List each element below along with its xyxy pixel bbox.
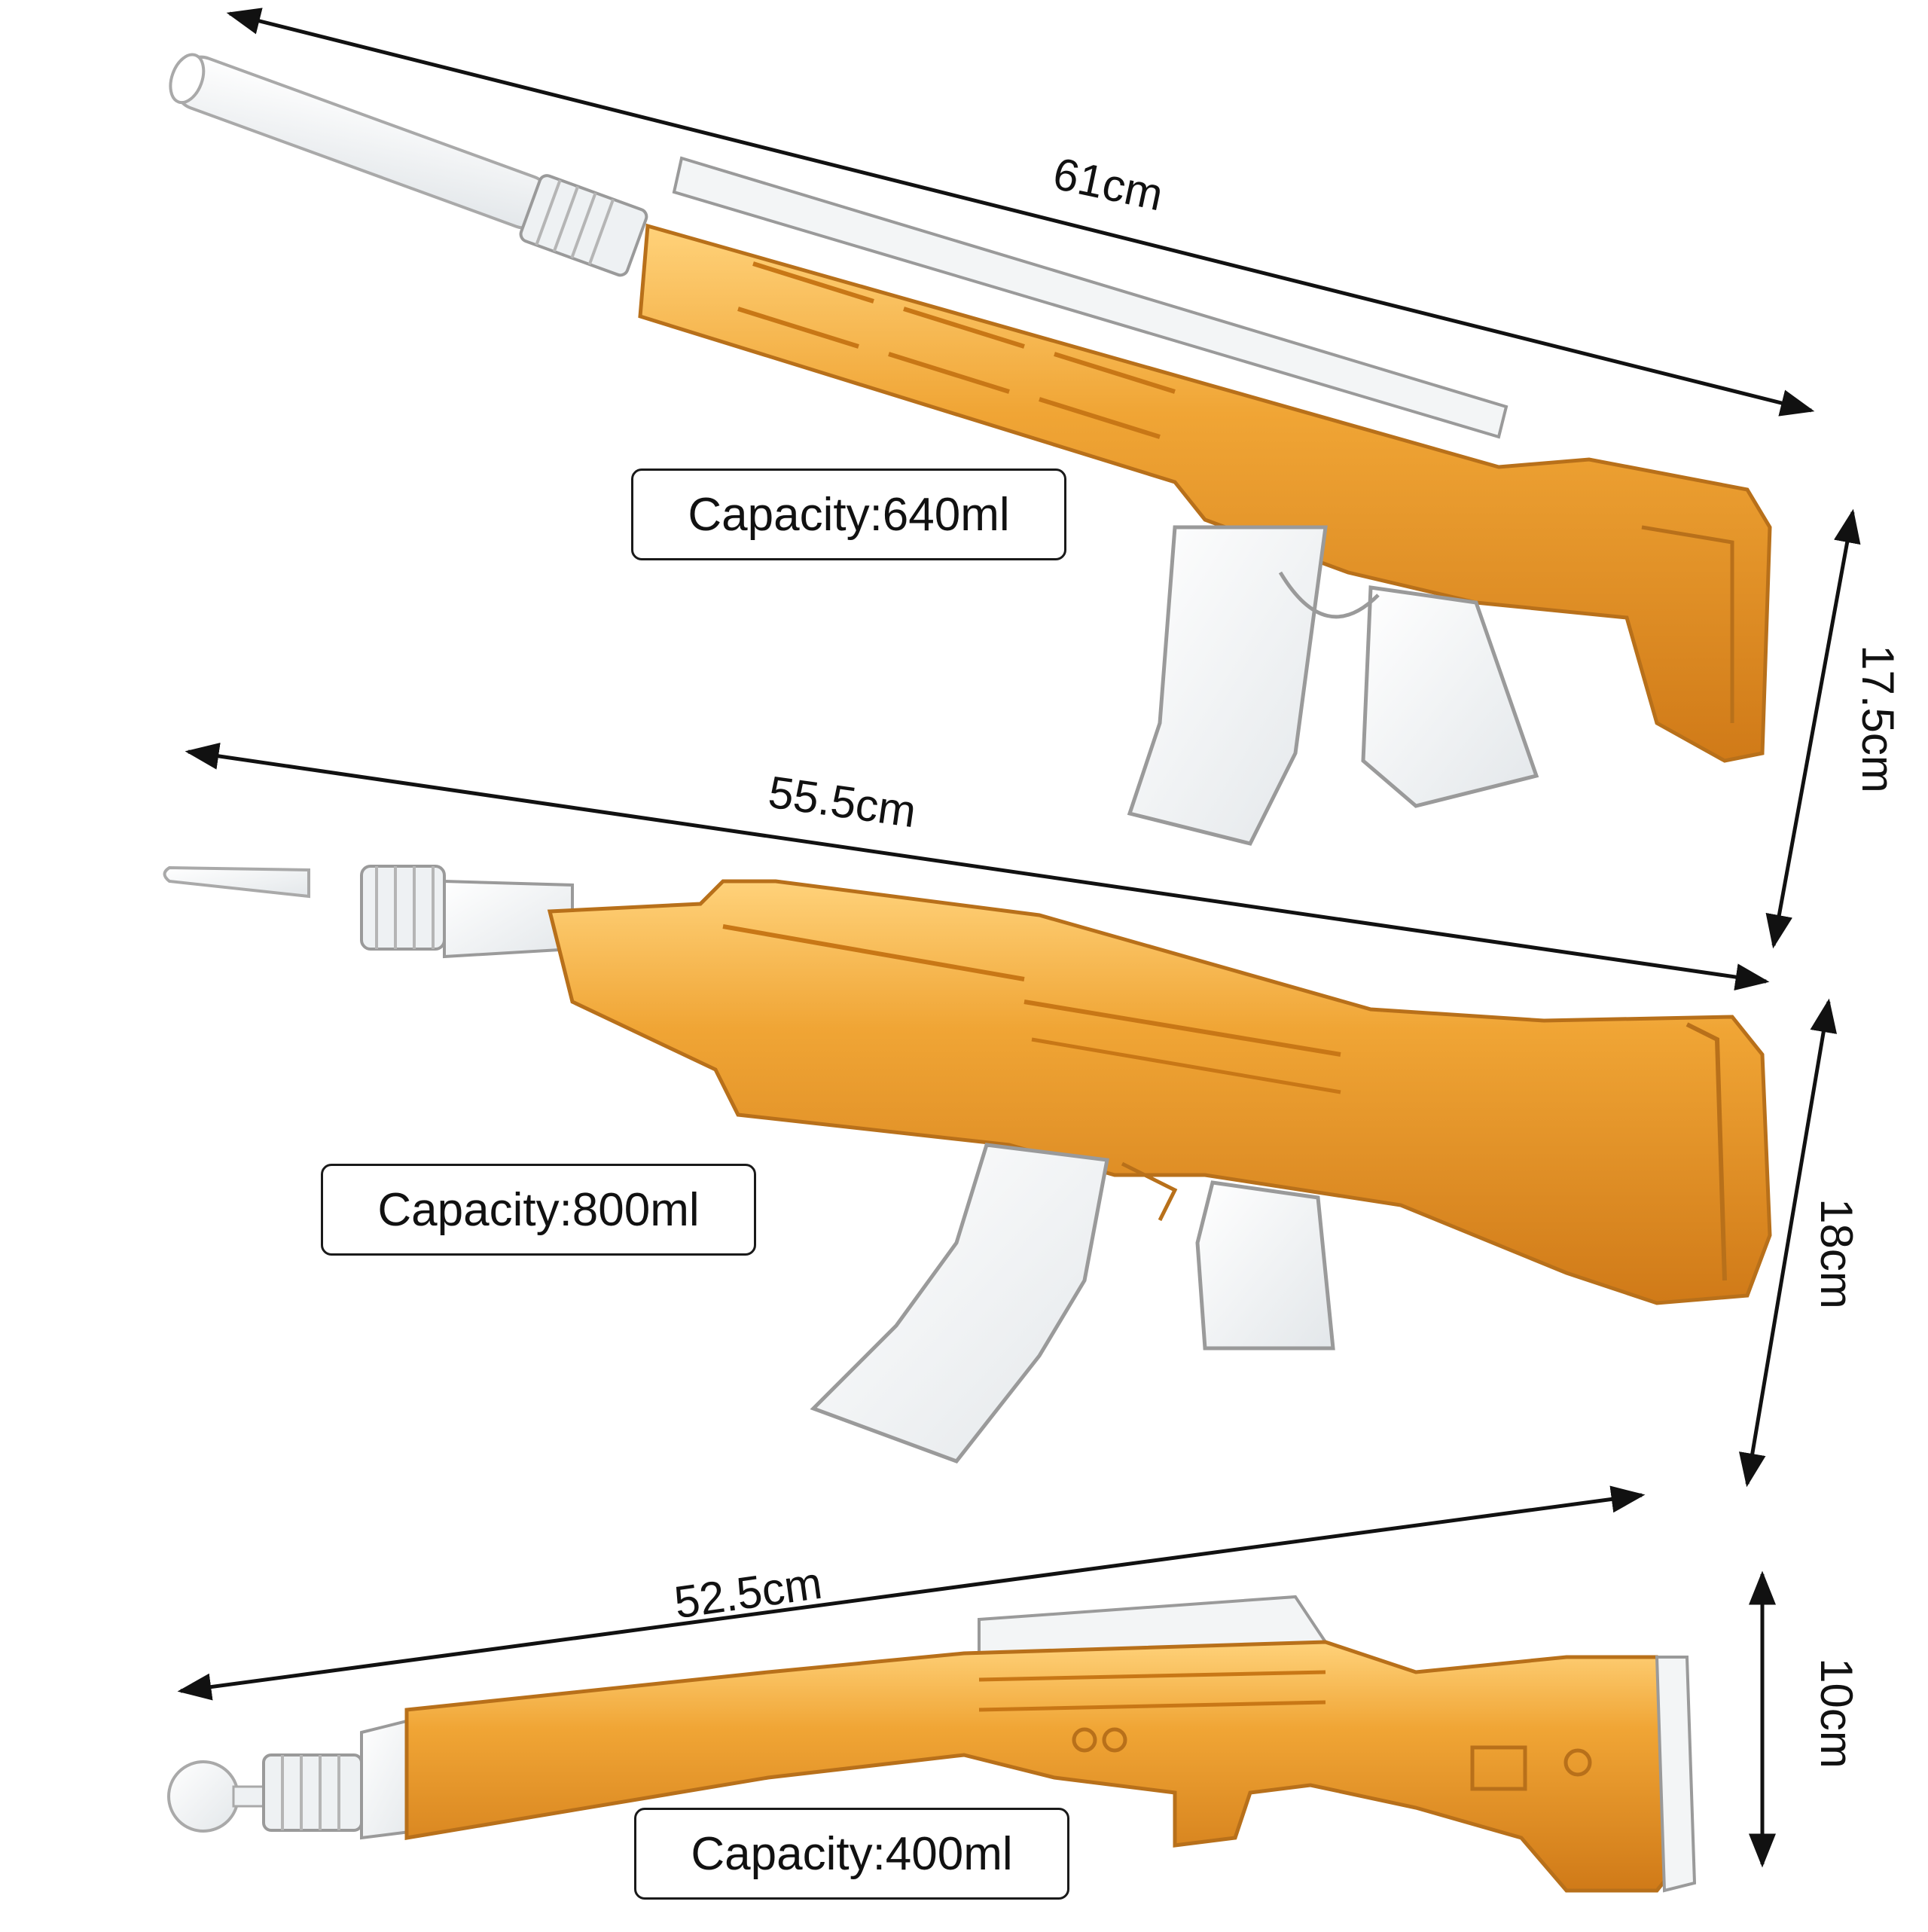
height-label-17-5cm: 17.5cm — [1852, 645, 1903, 793]
capacity-text: Capacity:400ml — [691, 1827, 1013, 1880]
length-arrow-3 — [177, 1485, 1646, 1701]
bullet-stopper — [163, 865, 310, 899]
capacity-label-640ml: Capacity:640ml — [631, 469, 1066, 560]
length-arrow-2 — [185, 743, 1770, 990]
height-arrow-2 — [1738, 998, 1838, 1488]
capacity-text: Capacity:640ml — [688, 488, 1010, 541]
dimension-arrows — [177, 8, 1861, 1868]
ball-stopper — [167, 1760, 239, 1833]
magazine — [810, 1143, 1109, 1463]
glass-barrel — [169, 53, 551, 230]
length-arrow-1 — [226, 8, 1815, 417]
magazine — [1127, 525, 1328, 846]
capacity-label-400ml: Capacity:400ml — [634, 1808, 1069, 1900]
height-label-18cm: 18cm — [1811, 1198, 1862, 1309]
capacity-label-800ml: Capacity:800ml — [321, 1164, 756, 1256]
pistol-grip — [1195, 1180, 1335, 1351]
threaded-neck — [262, 1753, 363, 1832]
height-arrow-1 — [1765, 508, 1861, 949]
threaded-neck — [519, 174, 648, 277]
pistol-grip — [1361, 585, 1539, 808]
capacity-text: Capacity:800ml — [377, 1183, 700, 1236]
ar-rifle-decanter — [169, 53, 1772, 846]
height-label-10cm: 10cm — [1811, 1658, 1862, 1769]
